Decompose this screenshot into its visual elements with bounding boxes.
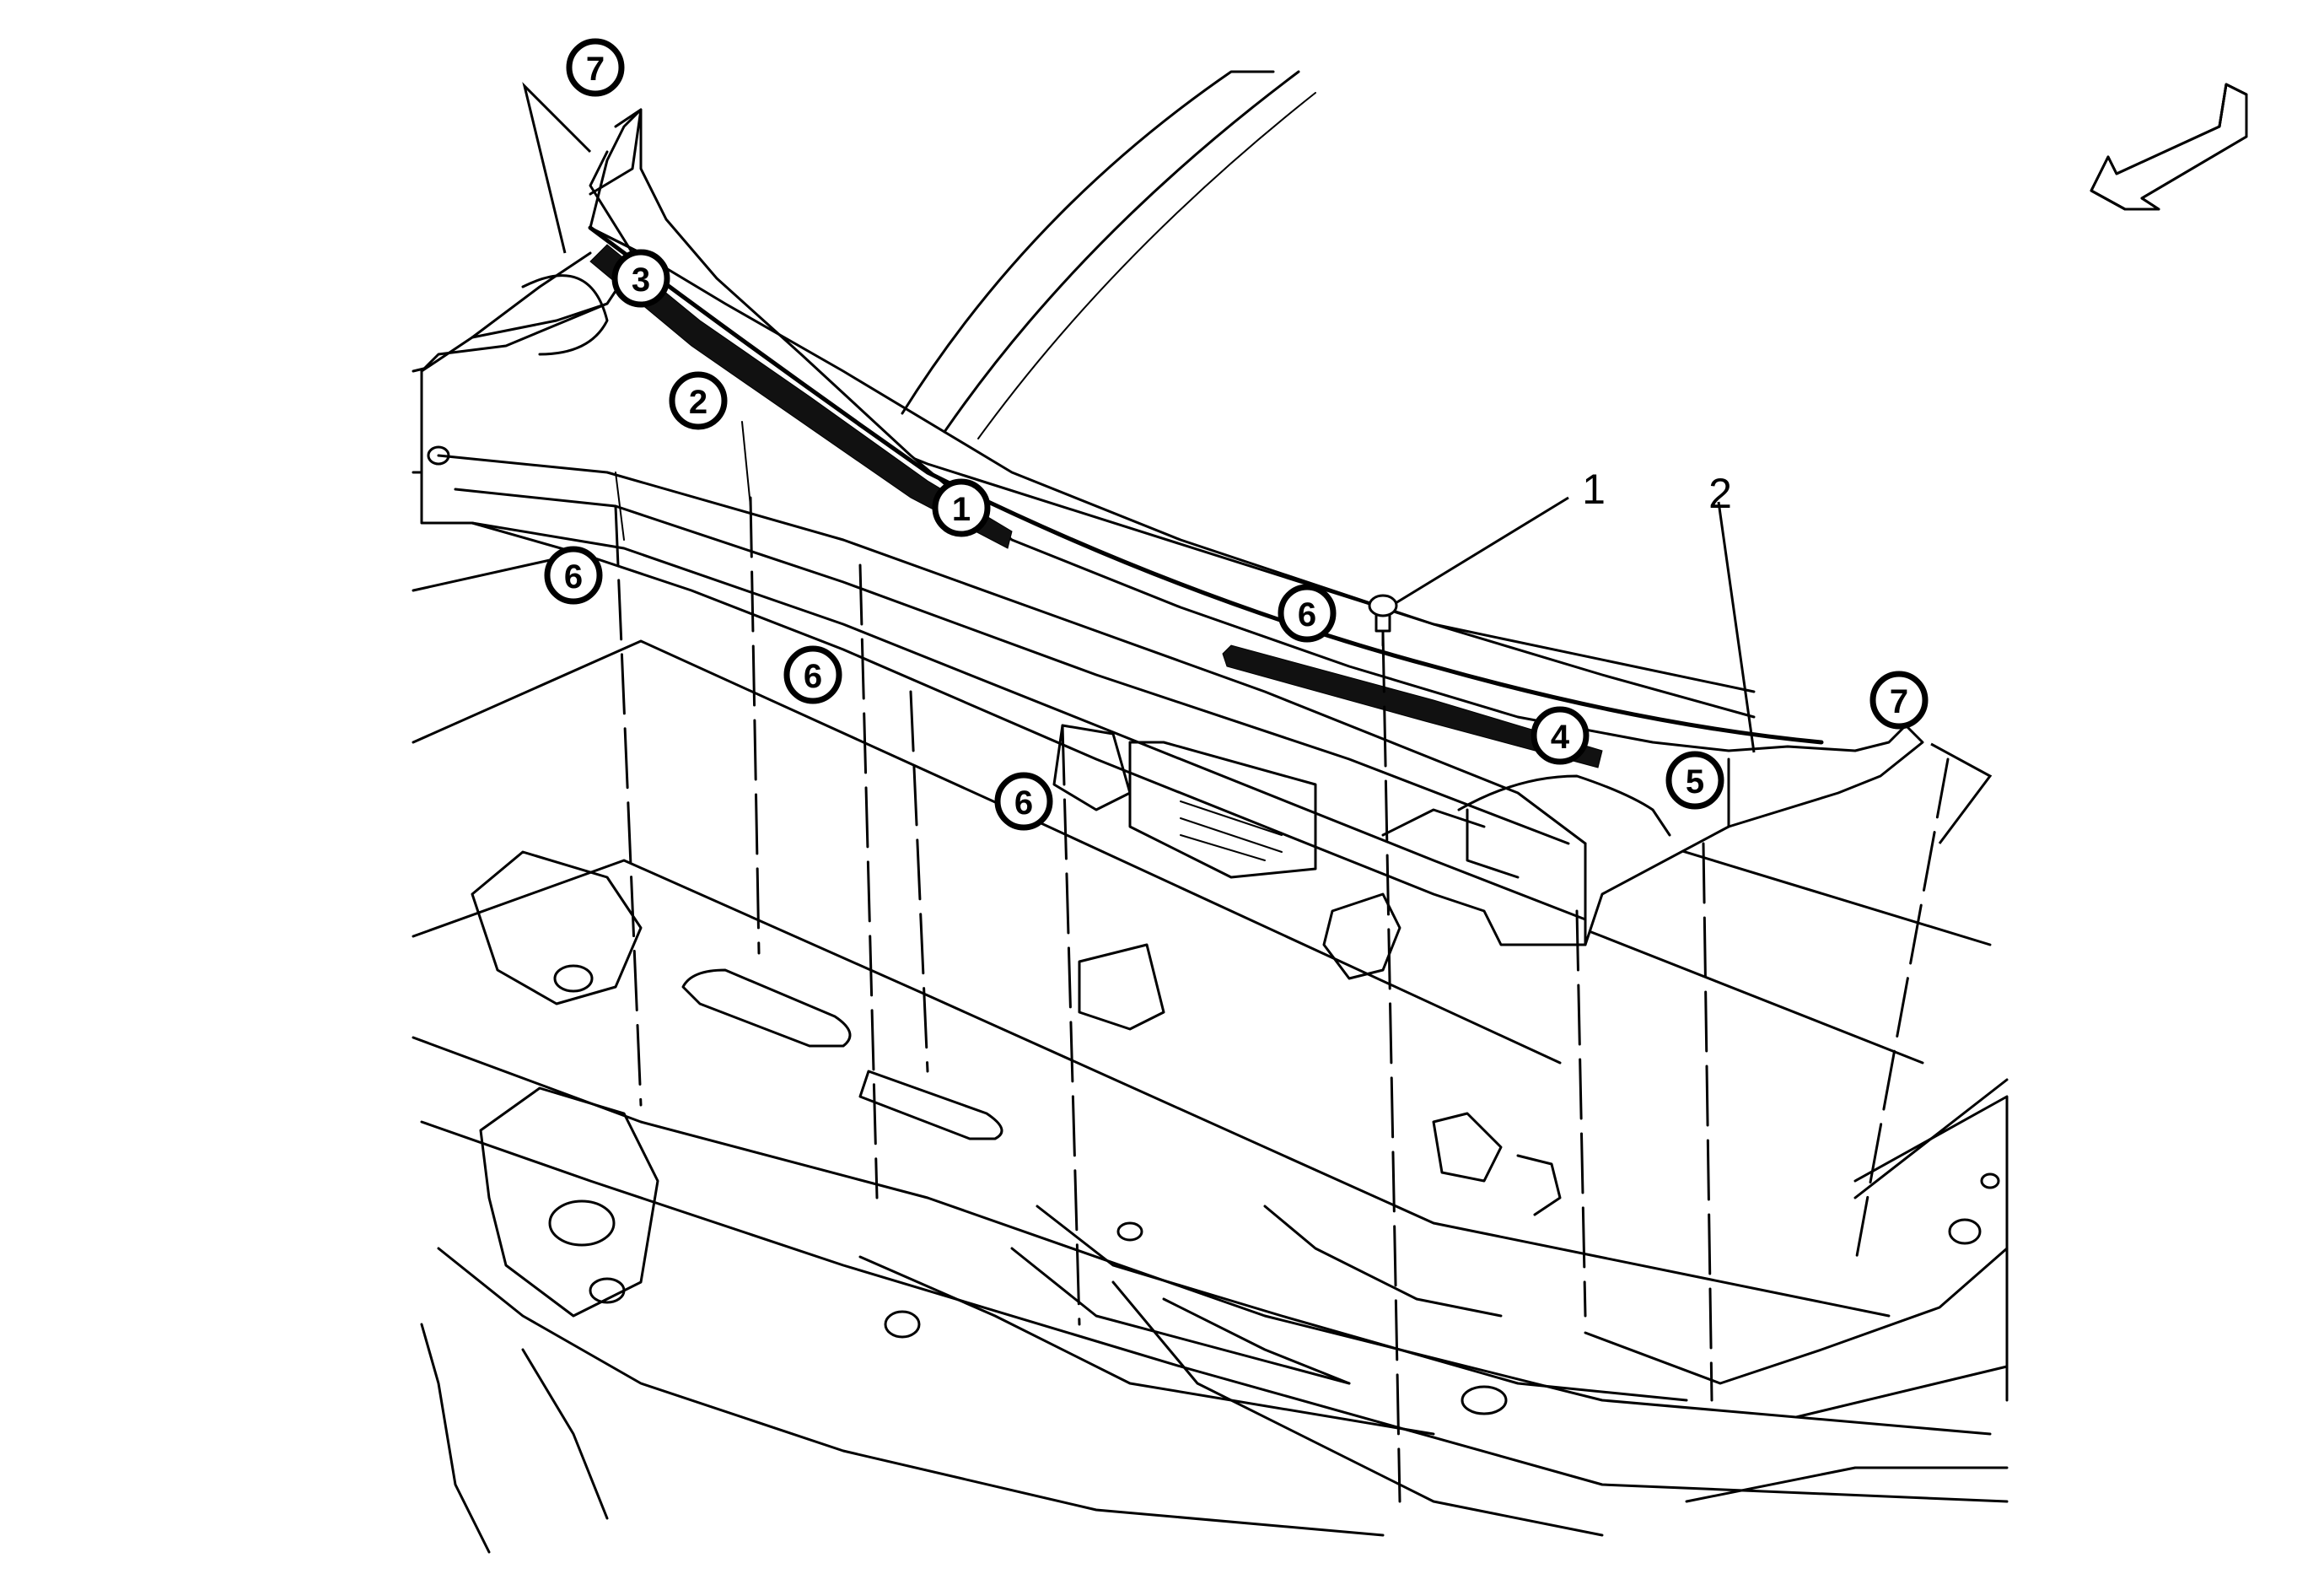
callout-6-c: 6	[994, 772, 1053, 831]
callout-6-b: 6	[783, 645, 842, 704]
callout-5-label: 5	[1686, 763, 1704, 800]
windshield-seal-strip	[588, 225, 1824, 745]
callout-7-left: 7	[566, 38, 625, 97]
push-pin-retainer	[1368, 594, 1398, 647]
plain-label-2: 2	[1708, 470, 1732, 517]
callout-6-c-label: 6	[1014, 784, 1033, 822]
callout-7-left-label: 7	[586, 51, 605, 88]
callout-4: 4	[1531, 706, 1590, 765]
callout-6-a-label: 6	[564, 558, 583, 596]
callout-6-d-label: 6	[1298, 596, 1316, 633]
windshield-glass-edge	[901, 70, 1316, 439]
callout-7-right-label: 7	[1890, 683, 1908, 720]
callout-1-label: 1	[952, 491, 971, 528]
mounting-leader-lines	[614, 421, 1950, 1503]
cowl-panel	[420, 108, 1924, 980]
callout-1: 1	[932, 478, 991, 537]
callout-3: 3	[611, 249, 670, 308]
cowl-grille-left	[589, 244, 1013, 549]
cowl-grille-right	[1222, 644, 1603, 768]
callout-7-right: 7	[1869, 671, 1929, 730]
body-structure	[412, 327, 2009, 1554]
callout-6-b-label: 6	[804, 658, 822, 695]
callout-5: 5	[1665, 751, 1724, 810]
callout-6-a: 6	[544, 546, 603, 605]
callout-2-label: 2	[689, 384, 707, 421]
plain-label-1: 1	[1582, 466, 1606, 513]
front-direction-arrow-icon	[2090, 83, 2248, 211]
callout-4-label: 4	[1551, 719, 1570, 756]
callout-3-label: 3	[632, 261, 650, 299]
callout-6-d: 6	[1278, 584, 1337, 643]
callout-leader-lines	[522, 82, 1993, 844]
callout-2: 2	[669, 371, 728, 430]
